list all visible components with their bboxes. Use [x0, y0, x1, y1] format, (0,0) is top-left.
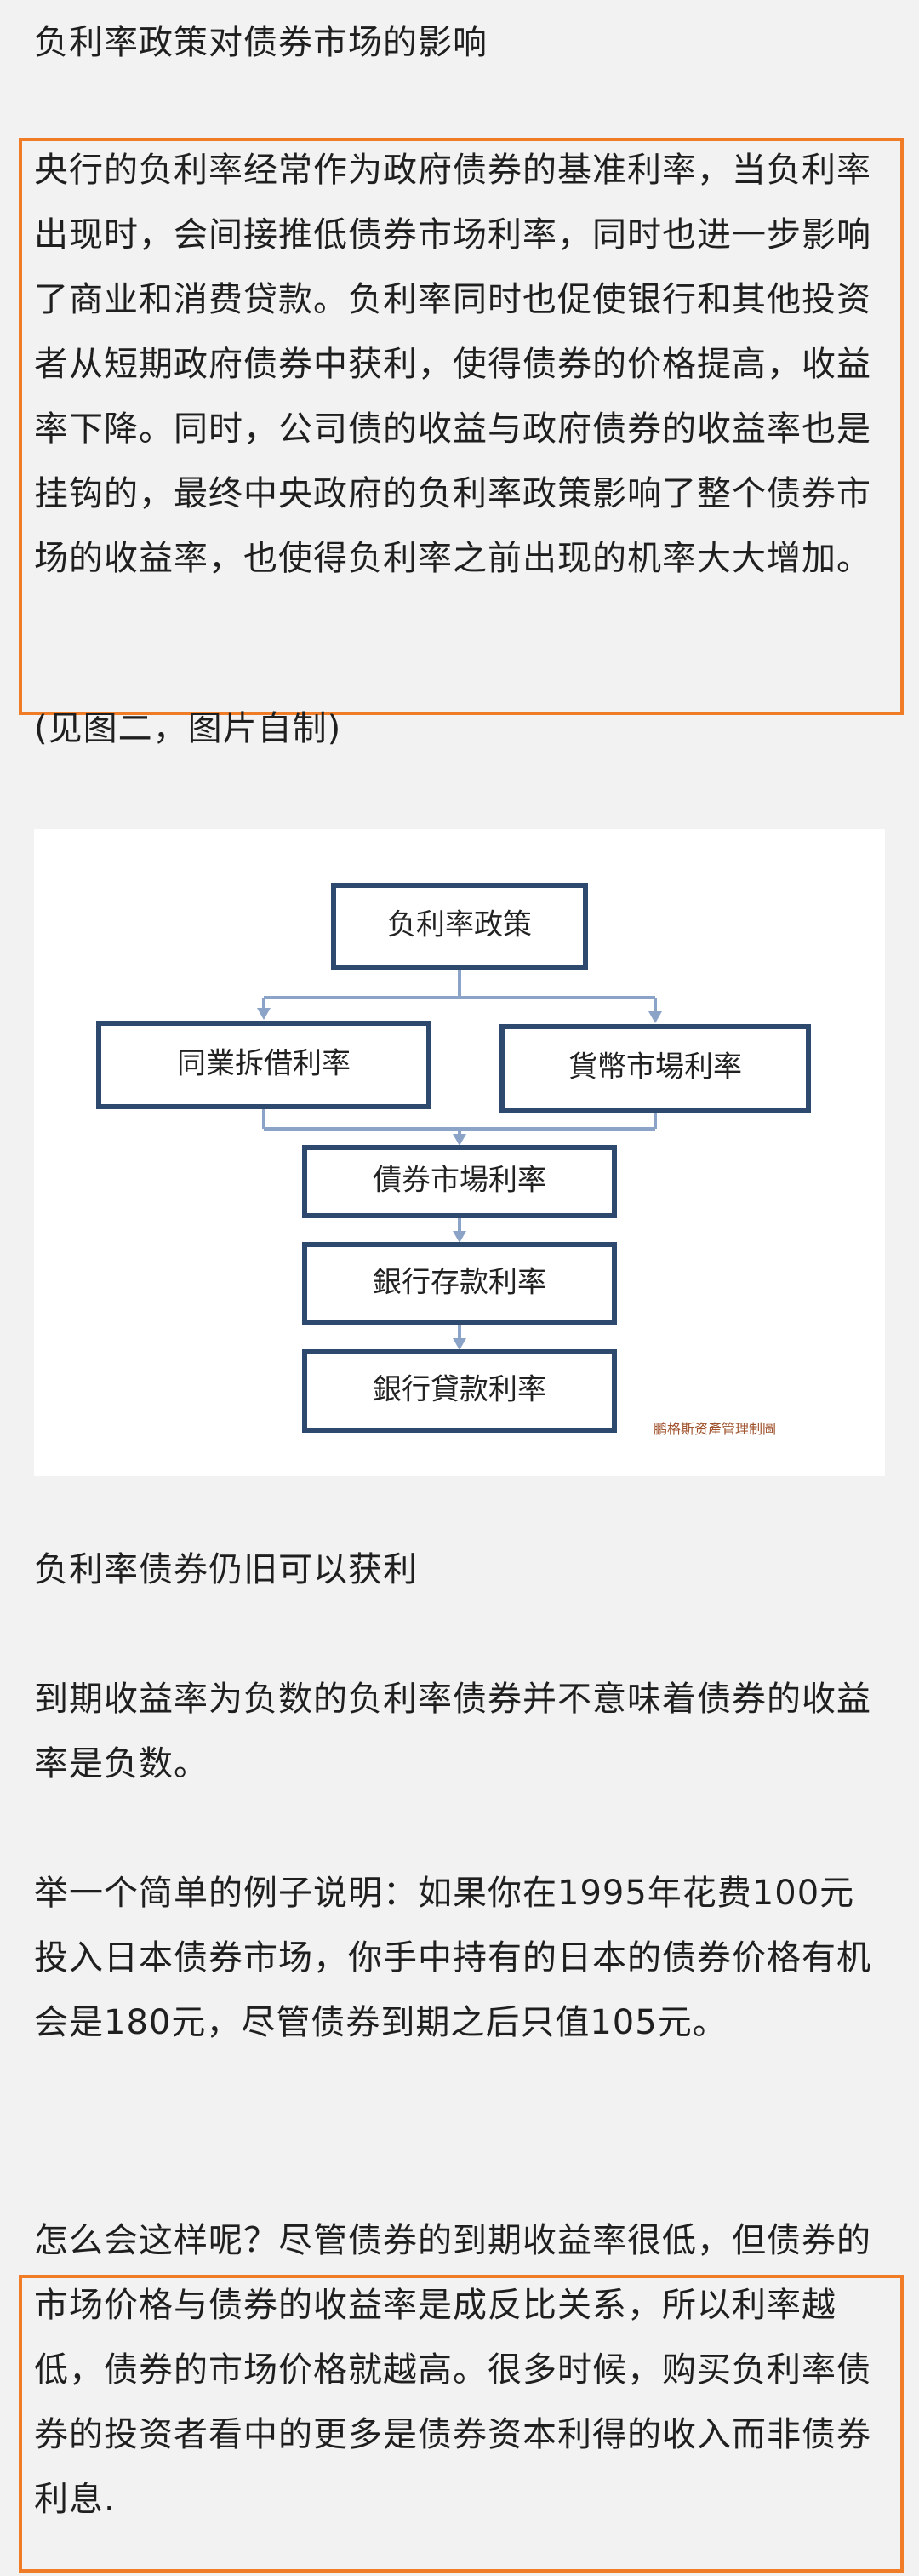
paragraph-negative-yield-explainer: 到期收益率为负数的负利率债券并不意味着债券的收益率是负数。: [34, 1680, 871, 1783]
node-label-interbank: 同業拆借利率: [177, 1047, 351, 1081]
node-label-policy: 负利率政策: [387, 908, 532, 942]
node-bank-loan-rate: 銀行貸款利率: [302, 1349, 617, 1433]
node-interbank-rate: 同業拆借利率: [96, 1021, 431, 1109]
figure-caption: (见图二，图片自制): [34, 709, 342, 748]
arrowhead-loan: [453, 1338, 466, 1350]
section-heading-negative-bond-profit: 负利率债券仍旧可以获利: [34, 1550, 418, 1589]
arrowhead-bond-market: [453, 1134, 466, 1146]
node-negative-rate-policy: 负利率政策: [331, 883, 588, 970]
arrowhead-deposit: [453, 1231, 466, 1243]
arrowhead-money-market: [648, 1011, 662, 1023]
section-heading-negative-rate-policy: 负利率政策对债券市场的影响: [34, 23, 488, 62]
node-bond-market-rate: 債券市場利率: [302, 1145, 617, 1218]
node-label-loan: 銀行貸款利率: [373, 1373, 546, 1407]
figure-credit: 鹏格斯资產管理制圖: [654, 1421, 776, 1437]
paragraph-japan-bond-example: 举一个简单的例子说明：如果你在1995年花费100元投入日本债券市场，你手中持有…: [34, 1874, 871, 2042]
node-bank-deposit-rate: 銀行存款利率: [302, 1242, 617, 1325]
paragraph-policy-impact: 央行的负利率经常作为政府债券的基准利率，当负利率出现时，会间接推低债券市场利率，…: [34, 151, 871, 578]
node-label-bond-market: 債券市場利率: [373, 1164, 546, 1198]
node-label-money-market: 貨幣市場利率: [568, 1050, 742, 1085]
flowchart-figure: 负利率政策 同業拆借利率 貨幣市場利率 債券市場利率 銀行存款利率 銀行貸款利率…: [34, 829, 885, 1476]
flowchart-svg: 负利率政策 同業拆借利率 貨幣市場利率 債券市場利率 銀行存款利率 銀行貸款利率…: [96, 883, 811, 1437]
arrowhead-interbank: [257, 1008, 271, 1020]
paragraph-price-yield-relationship: 怎么会这样呢？尽管债券的到期收益率很低，但债券的市场价格与债券的收益率是成反比关…: [34, 2221, 871, 2519]
node-label-deposit: 銀行存款利率: [373, 1266, 546, 1300]
node-money-market-rate: 貨幣市場利率: [499, 1024, 811, 1113]
